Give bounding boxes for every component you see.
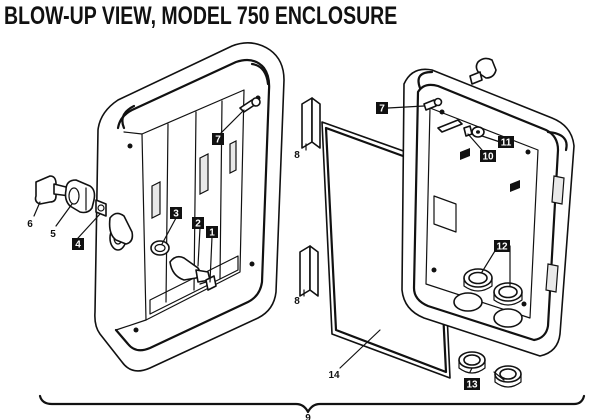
top-screw (469, 57, 497, 85)
callout-4: 4 (72, 238, 84, 251)
callout-13: 13 (464, 378, 480, 391)
callout-6: 6 (27, 219, 33, 230)
svg-text:4: 4 (75, 240, 81, 251)
callout-3: 3 (170, 207, 182, 220)
svg-text:11: 11 (501, 138, 512, 149)
svg-text:8: 8 (294, 296, 300, 307)
callout-8-upper: 8 (294, 150, 300, 161)
screw-part (239, 97, 261, 113)
callout-10: 10 (480, 150, 496, 163)
callout-1: 1 (206, 226, 218, 239)
svg-text:7: 7 (215, 135, 221, 146)
svg-text:1: 1 (209, 228, 215, 239)
hinge-upper (301, 97, 321, 149)
callout-2: 2 (192, 217, 204, 230)
cover-screw (423, 97, 443, 111)
svg-text:14: 14 (328, 370, 340, 381)
svg-text:12: 12 (496, 242, 508, 253)
lock-assembly (34, 175, 134, 245)
page-title: BLOW-UP VIEW, MODEL 750 ENCLOSURE (4, 2, 398, 30)
hinge-lower (299, 245, 319, 297)
hinge-bracket (437, 119, 463, 133)
conduit-fitting-upper-2 (493, 282, 523, 306)
enclosure-cover (401, 68, 575, 357)
callout-5: 5 (50, 229, 56, 240)
svg-text:8: 8 (294, 150, 300, 161)
leader-lines (33, 105, 586, 414)
svg-text:9: 9 (305, 413, 311, 420)
enclosure-base (94, 42, 285, 372)
svg-text:10: 10 (482, 152, 494, 163)
callout-11: 11 (498, 136, 514, 149)
callout-12: 12 (494, 240, 510, 253)
callout-9: 9 (305, 413, 311, 420)
svg-text:5: 5 (50, 229, 56, 240)
callout-8-lower: 8 (294, 296, 300, 307)
svg-text:6: 6 (27, 219, 33, 230)
callout-7-right: 7 (376, 102, 388, 115)
o-ring (150, 240, 170, 256)
svg-text:2: 2 (195, 219, 201, 230)
svg-text:13: 13 (466, 380, 478, 391)
callout-7-left: 7 (212, 133, 224, 146)
small-screw (199, 275, 217, 291)
cover-small-screw (463, 125, 473, 137)
svg-text:3: 3 (173, 209, 179, 220)
conduit-fitting-upper-1 (463, 268, 493, 292)
conduit-fitting-lower-1 (458, 351, 486, 374)
svg-text:7: 7 (379, 104, 385, 115)
callout-14: 14 (328, 370, 340, 381)
